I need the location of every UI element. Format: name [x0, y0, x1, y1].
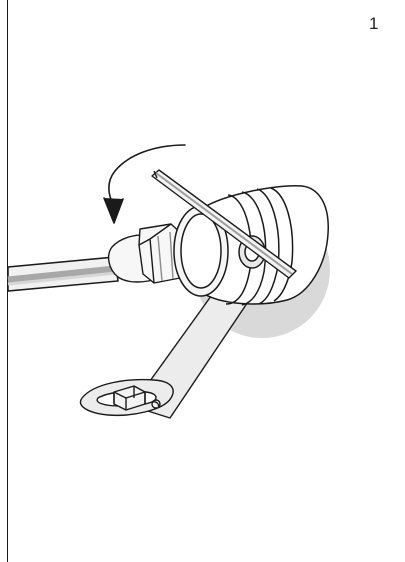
cable	[7, 256, 119, 292]
curved-rotation-arrow-icon	[103, 144, 186, 224]
page-number: 1	[369, 14, 379, 33]
mounting-bracket	[79, 261, 265, 419]
hex-key	[151, 169, 297, 279]
